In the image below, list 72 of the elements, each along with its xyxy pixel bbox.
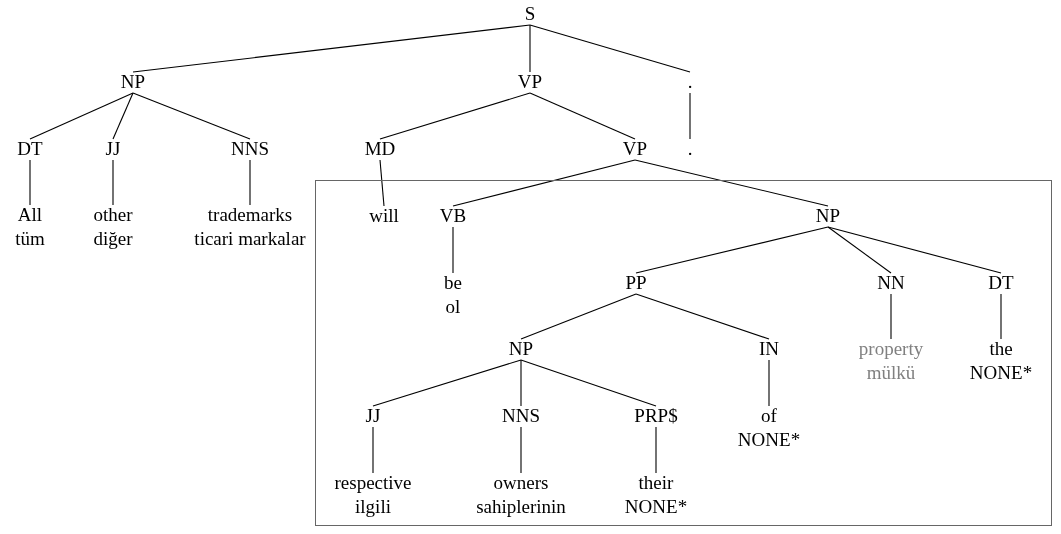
tag-label: will xyxy=(369,204,399,228)
translation-label: sahiplerinin xyxy=(476,495,566,519)
tag-label: NP xyxy=(120,70,146,94)
tree-branch xyxy=(520,426,522,474)
translation-label: tüm xyxy=(15,227,45,251)
word-label: property xyxy=(858,337,924,361)
translation-label: NONE* xyxy=(737,428,801,452)
word-label: the xyxy=(988,337,1014,361)
tag-label: JJ xyxy=(365,404,381,428)
tree-branch xyxy=(635,293,770,340)
tree-branch xyxy=(655,426,657,474)
tag-label: VP xyxy=(622,137,648,161)
word-label: trademarks xyxy=(206,203,294,227)
tree-branch xyxy=(132,24,531,73)
tree-branch xyxy=(112,159,114,206)
tag-label: . xyxy=(687,137,693,161)
tree-branch xyxy=(112,92,134,140)
tree-branch xyxy=(29,92,134,140)
tree-branch xyxy=(529,24,691,73)
tree-branch xyxy=(452,226,454,274)
tree-branch xyxy=(379,92,531,140)
tree-branch xyxy=(635,226,829,274)
tree-branch xyxy=(520,293,637,340)
tag-label: VP xyxy=(517,70,543,94)
tree-branch xyxy=(768,359,770,407)
word-label: their xyxy=(637,471,675,495)
translation-label: NONE* xyxy=(969,361,1033,385)
word-label: All xyxy=(16,203,44,227)
tree-branch xyxy=(634,159,829,207)
word-label: other xyxy=(93,203,133,227)
tree-branch xyxy=(132,92,251,140)
tree-branch xyxy=(827,226,892,274)
translation-label: NONE* xyxy=(624,495,688,519)
tag-label: NP xyxy=(815,204,841,228)
tree-branch xyxy=(520,359,657,407)
translation-label: mülkü xyxy=(865,361,917,385)
tag-label: NN xyxy=(877,271,905,295)
tree-branch xyxy=(29,159,31,206)
translation-label: ilgili xyxy=(354,495,392,519)
tree-branch xyxy=(827,226,1002,274)
word-label: of xyxy=(760,404,778,428)
translation-label: ol xyxy=(444,295,462,319)
tag-label: MD xyxy=(364,137,396,161)
translation-label: ticari markalar xyxy=(194,227,306,251)
tree-branch xyxy=(529,24,531,73)
tree-branch xyxy=(379,159,385,207)
tree-branch xyxy=(890,293,892,340)
tag-label: PP xyxy=(625,271,647,295)
tag-label: NP xyxy=(508,337,534,361)
tree-branch xyxy=(689,92,691,140)
tag-label: S xyxy=(524,2,536,26)
tree-branch xyxy=(372,426,374,474)
tree-branch xyxy=(249,159,251,206)
tag-label: VB xyxy=(439,204,467,228)
tree-branch xyxy=(372,359,522,407)
word-label: respective xyxy=(334,471,412,495)
tree-branch xyxy=(529,92,636,140)
translation-label: diğer xyxy=(93,227,133,251)
word-label: be xyxy=(444,271,462,295)
tag-label: . xyxy=(687,70,693,94)
tag-label: NNS xyxy=(502,404,540,428)
tag-label: IN xyxy=(758,337,780,361)
tag-label: DT xyxy=(988,271,1014,295)
tree-branch xyxy=(452,159,636,207)
tree-branch xyxy=(1000,293,1002,340)
tag-label: JJ xyxy=(105,137,121,161)
word-label: owners xyxy=(492,471,550,495)
highlight-frame xyxy=(315,180,1052,526)
tag-label: DT xyxy=(17,137,43,161)
tag-label: NNS xyxy=(231,137,269,161)
tree-branch xyxy=(520,359,522,407)
tag-label: PRP$ xyxy=(634,404,678,428)
